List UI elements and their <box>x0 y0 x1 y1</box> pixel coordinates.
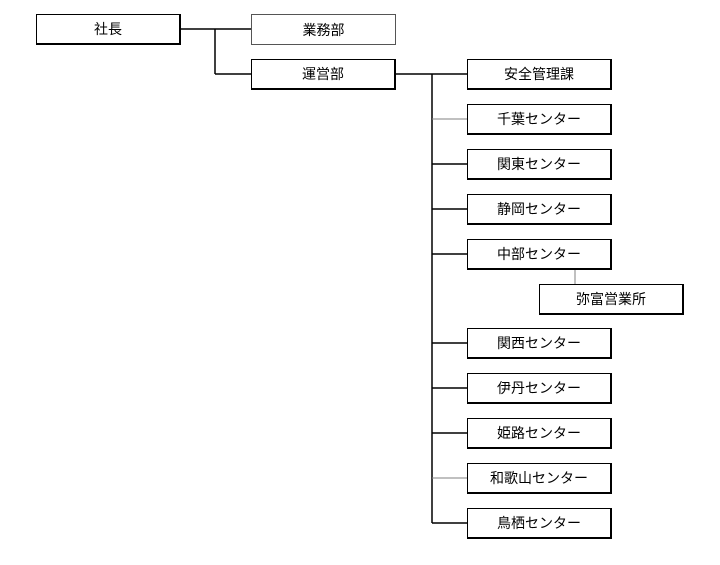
node-itami-label: 伊丹センター <box>497 381 581 397</box>
node-kanto-label: 関東センター <box>497 157 581 173</box>
node-tosu: 鳥栖センター <box>467 508 612 539</box>
node-business: 業務部 <box>251 14 396 45</box>
node-shizuoka-label: 静岡センター <box>497 202 581 218</box>
node-wakayama: 和歌山センター <box>467 463 612 494</box>
node-safety: 安全管理課 <box>467 59 612 90</box>
node-itami: 伊丹センター <box>467 373 612 404</box>
node-president: 社長 <box>36 14 181 45</box>
node-tosu-label: 鳥栖センター <box>497 516 581 532</box>
node-kansai-label: 関西センター <box>497 336 581 352</box>
node-operations-label: 運営部 <box>302 67 344 83</box>
node-safety-label: 安全管理課 <box>504 67 574 83</box>
node-chubu: 中部センター <box>467 239 612 270</box>
node-yatomi: 弥富営業所 <box>539 284 684 315</box>
node-chubu-label: 中部センター <box>497 247 581 263</box>
node-yatomi-label: 弥富営業所 <box>576 292 646 308</box>
node-himeji-label: 姫路センター <box>497 426 581 442</box>
node-wakayama-label: 和歌山センター <box>490 471 588 487</box>
node-kanto: 関東センター <box>467 149 612 180</box>
node-chiba: 千葉センター <box>467 104 612 135</box>
node-himeji: 姫路センター <box>467 418 612 449</box>
node-operations: 運営部 <box>251 59 396 90</box>
node-shizuoka: 静岡センター <box>467 194 612 225</box>
node-kansai: 関西センター <box>467 328 612 359</box>
node-business-label: 業務部 <box>302 22 345 39</box>
node-chiba-label: 千葉センター <box>497 112 581 128</box>
node-president-label: 社長 <box>94 22 122 38</box>
